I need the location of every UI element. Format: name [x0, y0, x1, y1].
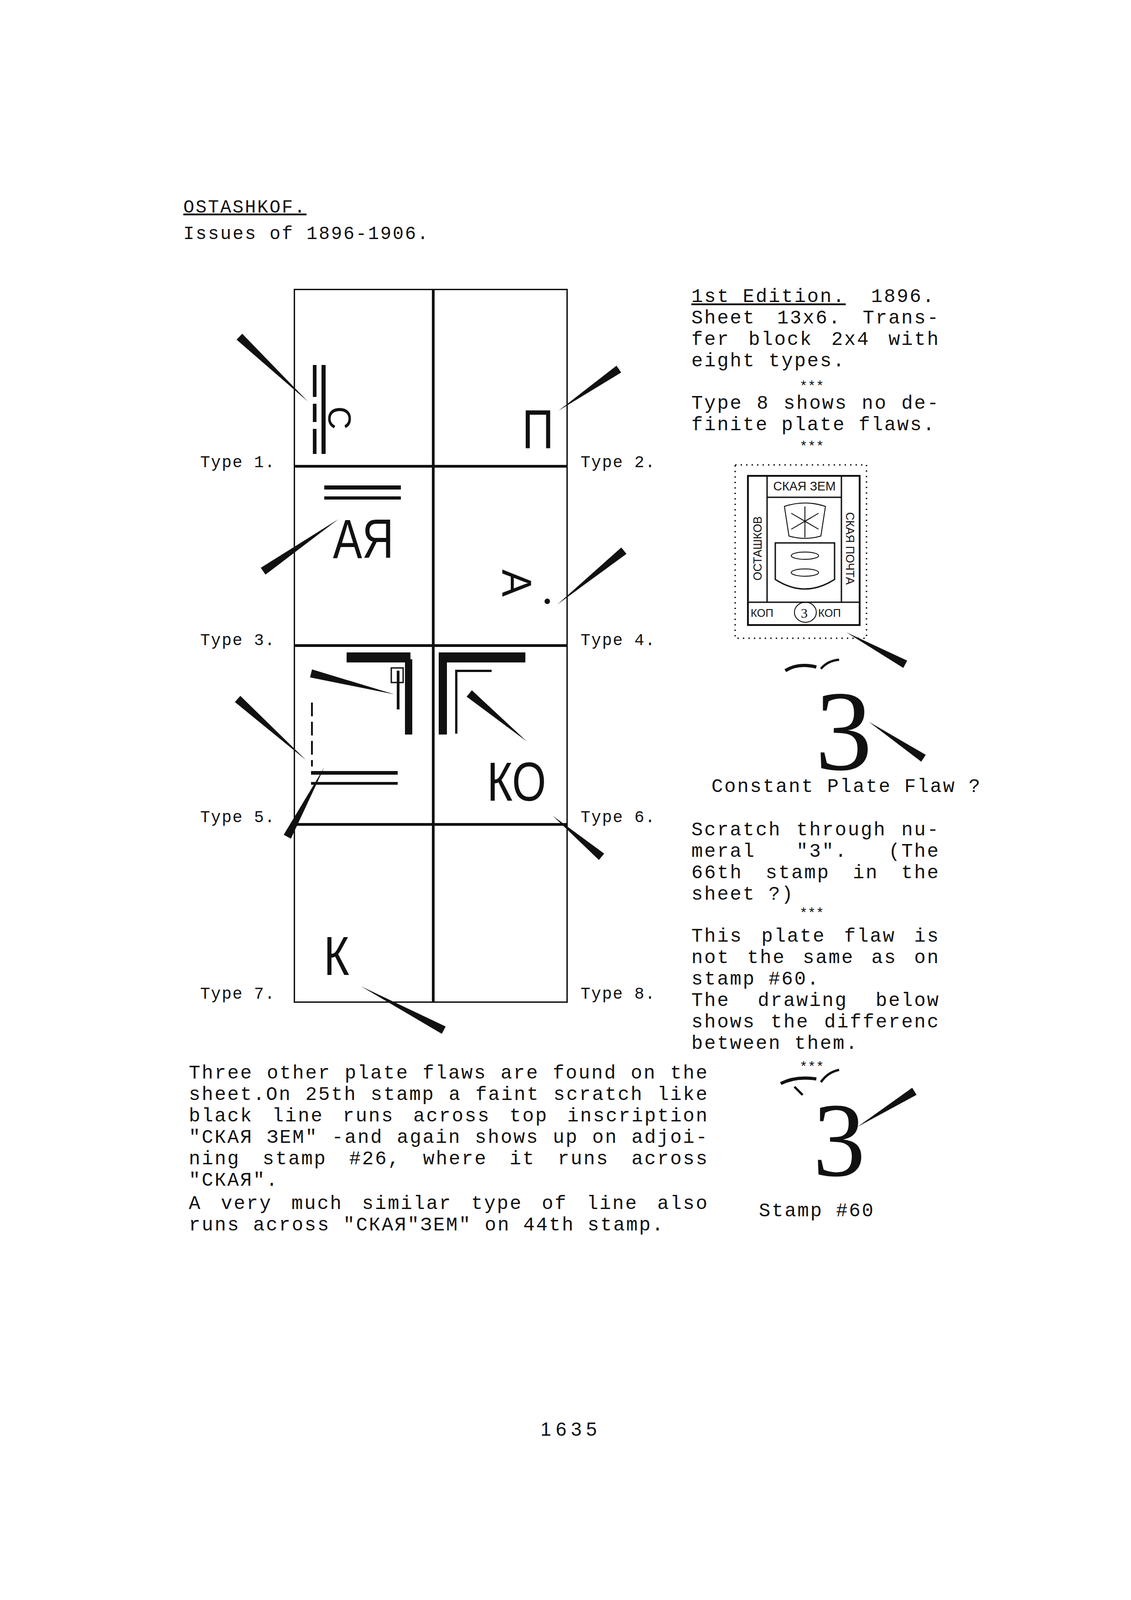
flaw-drawing [766, 475, 768, 602]
note-text: The drawing below shows the differenc be… [691, 990, 940, 1055]
flaw-drawing [404, 658, 413, 735]
flaw-drawing [767, 496, 842, 499]
type-label: Type 4. [580, 630, 656, 651]
flaw-drawing [455, 669, 492, 672]
flaw-drawing [784, 503, 826, 539]
type-label: Type 5. [200, 807, 276, 828]
flaw-drawing [780, 1077, 817, 1084]
flaw-drawing [747, 475, 860, 625]
sheet-cell: Type 5. [293, 645, 434, 825]
sheet-cell: КType 7. [293, 824, 434, 1003]
flaw-drawing [312, 364, 317, 397]
flaw-drawing [438, 652, 526, 663]
flaw-drawing [311, 781, 398, 785]
stamp-inscription: СКАЯ ЗЕМ [768, 478, 841, 494]
numeral-drawing: 3 [775, 674, 913, 789]
edition-heading: 1st Edition. [691, 286, 846, 308]
figure-caption: Stamp #60 [758, 1200, 875, 1222]
flaw-drawing [310, 669, 395, 695]
type-label: Type 8. [580, 984, 656, 1004]
flaw-drawing [234, 695, 307, 760]
numeral-drawing: 3 [770, 1087, 908, 1193]
flaw-drawing [466, 690, 527, 742]
flaw-drawing [846, 632, 908, 668]
flaw-drawing [283, 767, 325, 839]
flaw-drawing [791, 551, 819, 560]
flaw-drawing [791, 506, 819, 538]
stamp-inscription: ОСТАШКОВ [750, 479, 765, 617]
note-text: Type 8 shows no de- finite plate flaws. [691, 393, 940, 436]
flaw-drawing [260, 518, 339, 575]
flaw-drawing [820, 659, 840, 669]
stamp-numeral: 3 [800, 604, 808, 622]
flaw-drawing [735, 464, 867, 639]
flaw-drawing [438, 661, 447, 735]
cell-letters: А [496, 569, 538, 597]
flaw-drawing [794, 1086, 803, 1095]
sheet-cell: Type 8. [433, 824, 568, 1003]
flaw-drawing [775, 542, 835, 589]
note-text: Sheet 13x6. Trans- fer block 2x4 with ei… [691, 307, 940, 373]
page-title: OSTASHKOF. [183, 197, 307, 218]
year: 1896. [871, 286, 936, 308]
flaw-drawing [868, 721, 926, 762]
stamp-value: КОП [818, 606, 841, 620]
separator: *** [775, 378, 849, 395]
cell-letters: АЯ [332, 511, 394, 566]
sheet-cell: АType 4. [433, 466, 568, 646]
sheet-cell: ПType 2. [433, 288, 568, 467]
stamp-inscription: СКАЯ ПОЧТА [843, 479, 857, 617]
flaw-drawing [311, 364, 550, 785]
type-label: Type 6. [580, 807, 656, 828]
flaw-drawing [346, 652, 411, 663]
separator: *** [775, 905, 849, 922]
flaw-drawing [791, 568, 819, 576]
subtitle: Issues of 1896-1906. [183, 223, 430, 245]
sheet-cell: КОType 6. [433, 645, 568, 825]
cell-letters: К [323, 928, 350, 983]
flaw-drawing [558, 365, 622, 411]
stamp-value: КОП [750, 606, 774, 620]
cell-letters: П [522, 401, 554, 457]
sheet-cell: СType 1. [293, 288, 434, 467]
paragraph: Three other plate flaws are found on the… [188, 1062, 709, 1192]
paragraph: A very much similar type of line also ru… [188, 1193, 709, 1236]
flaw-drawing [840, 475, 843, 602]
flaw-drawing [391, 667, 404, 683]
flaw-drawing [236, 333, 308, 402]
page-number: 1635 [525, 1417, 617, 1441]
separator: *** [775, 438, 849, 456]
cell-letters: С [323, 406, 356, 430]
note-text: Scratch through nu- meral "3". (The 66th… [691, 819, 940, 906]
flaw-drawing [455, 669, 458, 734]
note-text: This plate flaw is not the same as on st… [691, 925, 940, 991]
type-label: Type 1. [200, 452, 276, 473]
type-label: Type 3. [200, 630, 276, 651]
separator: *** [775, 1058, 849, 1076]
flaw-drawing [794, 601, 817, 623]
sheet-cell: АЯType 3. [293, 466, 434, 646]
flaw-drawing [312, 428, 317, 454]
flaw-drawing [544, 598, 550, 604]
flaw-drawing [857, 1087, 917, 1127]
flaw-heading: Constant Plate Flaw ? [711, 776, 913, 798]
type-label: Type 2. [580, 452, 656, 473]
flaw-drawing [311, 702, 313, 767]
flaw-drawing [311, 770, 398, 775]
flaw-drawing [324, 496, 401, 500]
flaw-drawing [324, 485, 401, 490]
flaw-drawing [396, 670, 400, 710]
cell-letters: КО [487, 753, 547, 809]
flaw-drawing [785, 664, 817, 671]
flaw-drawing [312, 403, 317, 422]
type-label: Type 7. [200, 984, 276, 1004]
